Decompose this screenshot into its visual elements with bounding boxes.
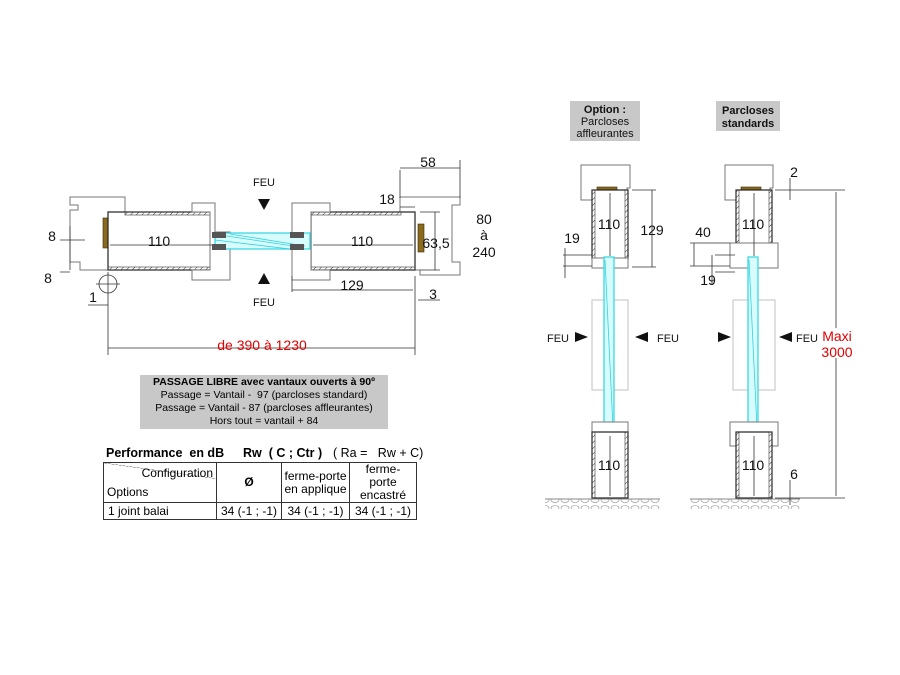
- right-leaf: [310, 211, 416, 271]
- option-label-line2: Parcloses: [581, 116, 630, 128]
- left-leaf: [107, 211, 215, 271]
- cell-value: 34 (-1 ; -1): [216, 502, 282, 520]
- feu-label-bottom: FEU: [253, 297, 275, 309]
- dim-58: 58: [420, 154, 436, 170]
- elev-right-feu: FEU: [796, 333, 818, 345]
- option-label-line1: Option :: [584, 104, 626, 116]
- maxi-label: Maxi: [822, 328, 852, 344]
- elevation-standards: Parcloses standards 110 110 2 40 19 6 FE…: [690, 101, 854, 509]
- dim-18: 18: [379, 191, 395, 207]
- elev-right-dim-19: 19: [700, 272, 716, 288]
- elev-right-dim-110-top: 110: [742, 216, 765, 232]
- feu-label-top: FEU: [253, 177, 275, 189]
- passage-line: Passage = Vantail - 97 (parcloses standa…: [160, 389, 368, 401]
- plan-view: FEU FEU 110 110 58 18 80 à 240 63,5 8 8 …: [44, 154, 496, 355]
- passage-line: Passage = Vantail - 87 (parcloses affleu…: [155, 402, 373, 414]
- header-configuration: Configuration: [141, 465, 213, 480]
- feu-arrow-left-icon: [779, 332, 792, 342]
- elevation-affleurantes: Option : Parcloses affleurantes 110 129 …: [545, 101, 679, 509]
- row-option: 1 joint balai: [103, 502, 217, 520]
- dim-129: 129: [340, 277, 364, 293]
- elev-right-dim-40: 40: [695, 224, 711, 240]
- dim-right-leaf: 110: [351, 233, 374, 249]
- standard-label-line2: standards: [722, 118, 775, 130]
- col-header-none: Ø: [216, 462, 282, 503]
- elev-right-dim-110-bottom: 110: [742, 457, 765, 473]
- maxi-value: 3000: [821, 344, 852, 360]
- standard-label-line1: Parcloses: [722, 105, 774, 117]
- option-label-line3: affleurantes: [576, 128, 634, 140]
- cell-value: 34 (-1 ; -1): [349, 502, 417, 520]
- elev-left-feu-left: FEU: [547, 333, 569, 345]
- header-options: Options: [107, 484, 149, 499]
- elev-left-dim-110-top: 110: [598, 216, 621, 232]
- dim-8-top: 8: [48, 228, 56, 244]
- dim-3: 3: [429, 286, 437, 302]
- performance-ra: ( Ra = Rw + C): [333, 446, 424, 460]
- elev-right-dim-6: 6: [790, 466, 798, 482]
- dim-a: à: [480, 227, 488, 243]
- elev-left-dim-129: 129: [640, 222, 664, 238]
- passage-title: PASSAGE LIBRE avec vantaux ouverts à 90º: [153, 376, 375, 388]
- passage-libre-box: PASSAGE LIBRE avec vantaux ouverts à 90º…: [140, 375, 388, 429]
- dim-left-leaf: 110: [148, 233, 171, 249]
- feu-arrow-right-icon: [575, 332, 588, 342]
- header-config-options: Configuration Options: [103, 462, 217, 503]
- elev-left-feu-right: FEU: [657, 333, 679, 345]
- elev-left-dim-19: 19: [564, 230, 580, 246]
- dim-240: 240: [472, 244, 496, 260]
- performance-rw: Rw ( C ; Ctr ): [243, 446, 323, 460]
- elev-right-dim-2: 2: [790, 164, 798, 180]
- dim-8-bottom: 8: [44, 270, 52, 286]
- elev-left-dim-110-bottom: 110: [598, 457, 621, 473]
- dim-80: 80: [476, 211, 492, 227]
- feu-arrow-down-icon: [258, 199, 270, 210]
- overall-width-range: de 390 à 1230: [217, 337, 307, 353]
- feu-arrow-right-icon: [718, 332, 731, 342]
- cell-value: 34 (-1 ; -1): [281, 502, 350, 520]
- performance-title: Performance en dB: [106, 446, 225, 460]
- dim-63-5: 63,5: [422, 235, 449, 251]
- feu-arrow-left-icon: [635, 332, 648, 342]
- right-seal: [417, 223, 425, 253]
- passage-line: Hors tout = vantail + 84: [209, 415, 319, 427]
- feu-arrow-up-icon: [258, 273, 270, 284]
- table-row: 1 joint balai 34 (-1 ; -1) 34 (-1 ; -1) …: [103, 502, 417, 520]
- dim-1: 1: [89, 289, 97, 305]
